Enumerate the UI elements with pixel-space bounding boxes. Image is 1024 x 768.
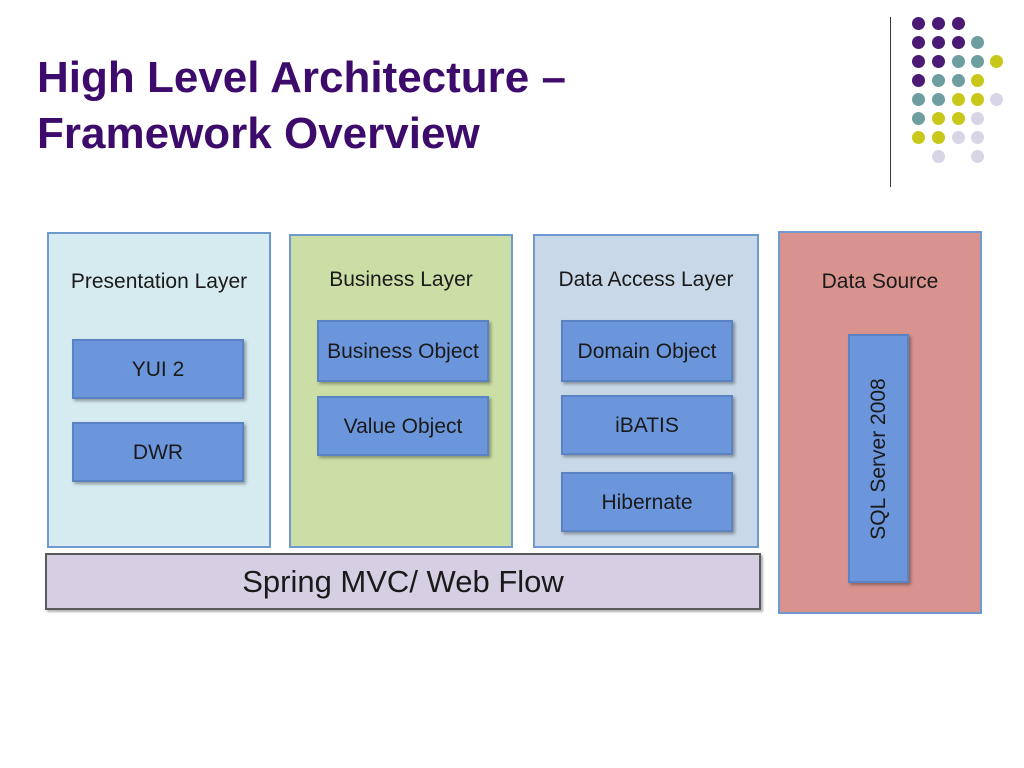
decorative-dot: [911, 16, 925, 30]
spring-mvc-bar: Spring MVC/ Web Flow: [45, 553, 761, 610]
business-layer-title: Business Layer: [329, 268, 473, 291]
sql-server-box: SQL Server 2008: [848, 334, 909, 583]
decorative-dot: [989, 54, 1003, 68]
ibatis-box: iBATIS: [561, 395, 733, 455]
slide-title: High Level Architecture – Framework Over…: [37, 50, 837, 162]
decorative-dot: [970, 73, 984, 87]
sql-server-label: SQL Server 2008: [866, 377, 890, 540]
value-object-box: Value Object: [317, 396, 489, 456]
decorative-dot: [970, 54, 984, 68]
data-source-layer-title: Data Source: [821, 270, 939, 293]
decorative-dot: [931, 111, 945, 125]
business-layer: Business Layer: [289, 234, 513, 548]
decorative-dot: [931, 92, 945, 106]
business-object-box: Business Object: [317, 320, 489, 382]
decorative-dot: [911, 130, 925, 144]
decorative-dot: [931, 130, 945, 144]
dwr-box: DWR: [72, 422, 244, 482]
decorative-dot: [931, 35, 945, 49]
yui2-box: YUI 2: [72, 339, 244, 399]
decorative-dot: [970, 92, 984, 106]
decorative-dot: [970, 130, 984, 144]
title-line-2: Framework Overview: [37, 109, 480, 158]
decorative-dot: [970, 111, 984, 125]
decorative-dot: [951, 54, 965, 68]
hibernate-box: Hibernate: [561, 472, 733, 532]
decorative-dot: [951, 92, 965, 106]
decorative-dot: [931, 73, 945, 87]
decorative-dot: [951, 111, 965, 125]
decorative-dot: [951, 130, 965, 144]
decorative-dot: [911, 35, 925, 49]
decorative-dot: [951, 16, 965, 30]
decorative-dot: [931, 54, 945, 68]
decorative-dot: [911, 73, 925, 87]
domain-object-box: Domain Object: [561, 320, 733, 382]
decorative-dot: [989, 92, 1003, 106]
decorative-dot: [970, 149, 984, 163]
decorative-dot: [951, 35, 965, 49]
decorative-dot: [911, 92, 925, 106]
decorative-dot: [911, 54, 925, 68]
data-access-layer-title: Data Access Layer: [558, 268, 734, 291]
decorative-dot: [911, 111, 925, 125]
decorative-dot: [931, 16, 945, 30]
decorative-divider: [890, 17, 891, 187]
decorative-dot: [951, 73, 965, 87]
presentation-layer-title: Presentation Layer: [70, 270, 248, 293]
title-line-1: High Level Architecture –: [37, 53, 566, 102]
decorative-dot: [970, 35, 984, 49]
decorative-dot: [931, 149, 945, 163]
